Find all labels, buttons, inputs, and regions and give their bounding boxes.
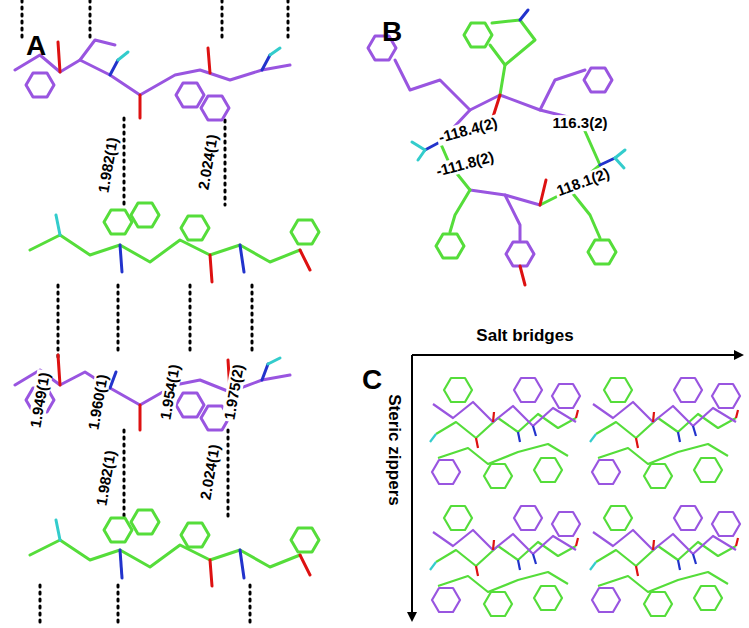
distance-label: 1.982(1) xyxy=(95,134,121,196)
distance-label: 2.024(1) xyxy=(197,441,223,503)
axis-label: Steric zippers xyxy=(385,394,403,506)
distance-label: 1.975(2) xyxy=(221,361,247,423)
angle-label: -111.8(2) xyxy=(432,148,497,180)
angle-label: -118.4(2) xyxy=(435,114,501,146)
distance-label: 1.982(1) xyxy=(93,447,119,509)
distance-label: 1.954(1) xyxy=(157,361,183,423)
angle-label: 118.1(2) xyxy=(553,165,614,200)
distance-label: 1.949(1) xyxy=(27,369,53,431)
distance-label: 1.960(1) xyxy=(85,371,111,433)
panel-letter: C xyxy=(362,365,382,394)
panel-letter: A xyxy=(26,31,46,60)
angle-label: 116.3(2) xyxy=(550,115,609,131)
panel-letter: B xyxy=(382,17,402,46)
distance-label: 2.024(1) xyxy=(195,131,221,193)
axis-label: Salt bridges xyxy=(476,327,573,345)
